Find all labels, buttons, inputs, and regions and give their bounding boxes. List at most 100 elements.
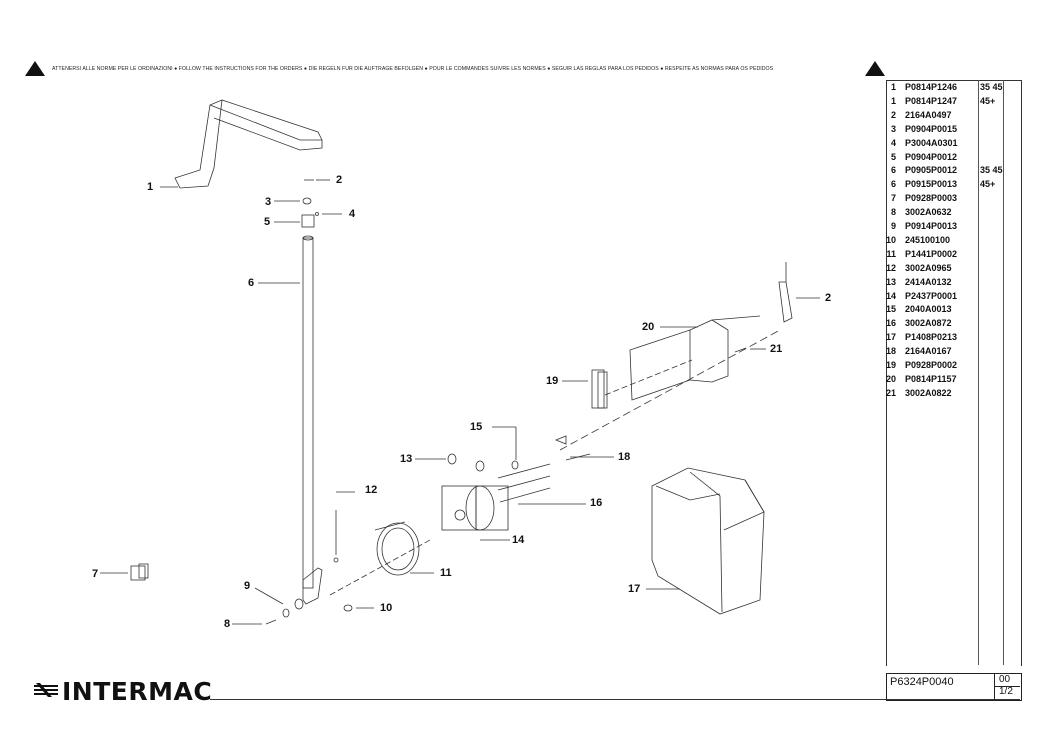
part-number: 7	[890, 193, 896, 204]
part-code: P0905P0012	[905, 165, 958, 176]
parts-table-column-divider	[978, 80, 979, 665]
parts-row: 12 3002A0965	[886, 263, 1020, 276]
callout-5: 5	[264, 216, 271, 228]
part-code: P0814P1247	[905, 95, 958, 106]
parts-row: 9 P0914P0013	[886, 221, 1020, 234]
parts-row: 7 P0928P0003	[886, 193, 1020, 206]
drawing-code: P6324P0040	[890, 676, 954, 688]
part-number: 2	[890, 109, 896, 120]
part-number: 21	[885, 387, 896, 398]
parts-row: 6 P0915P0013 45+	[886, 179, 1020, 192]
callout-1: 1	[147, 181, 154, 193]
callout-2-right: 2	[825, 292, 832, 304]
parts-table-column-divider-2	[1003, 80, 1004, 665]
part-number: 6	[890, 179, 896, 190]
part-code: P1408P0213	[905, 332, 958, 343]
callout-14: 14	[512, 534, 525, 546]
revision-number: 00	[999, 674, 1011, 685]
callout-6: 6	[248, 277, 255, 289]
title-block	[886, 673, 1022, 701]
parts-row: 14 P2437P0001	[886, 291, 1020, 304]
part-code: 2164A0167	[905, 346, 952, 357]
callout-16: 16	[590, 497, 603, 509]
part-number: 19	[885, 360, 896, 370]
part-code: P2437P0001	[905, 290, 958, 301]
intermac-logo-icon	[34, 683, 58, 697]
part-code: P0928P0003	[905, 193, 958, 204]
callout-9: 9	[244, 580, 251, 592]
callout-21: 21	[770, 343, 783, 355]
pole-part-6	[302, 237, 314, 589]
callout-8: 8	[224, 618, 231, 630]
part-note: 45+	[980, 179, 996, 190]
parts-row: 16 3002A0872	[886, 318, 1020, 331]
part-code: 2040A0013	[905, 304, 952, 315]
part-code: 3002A0872	[905, 318, 952, 329]
callout-4: 4	[349, 208, 356, 220]
part-number: 14	[885, 290, 896, 301]
part-code: P0904P0015	[905, 123, 958, 134]
parts-list-table	[886, 80, 1022, 666]
part-number: 9	[890, 221, 896, 231]
callout-2: 2	[336, 174, 343, 186]
page-number: 1/2	[999, 686, 1013, 697]
collar-part-5	[301, 214, 315, 228]
callout-20: 20	[642, 321, 655, 333]
part-note: 35 45	[980, 165, 1003, 176]
bracket-part-2	[778, 281, 793, 323]
part-code: P0914P0013	[905, 221, 958, 231]
part-number: 6	[890, 165, 896, 176]
part-code: 3002A0632	[905, 207, 952, 218]
part-code: P3004A0301	[905, 137, 958, 148]
callout-19: 19	[546, 375, 559, 387]
parts-row: 1 P0814P1247 45+	[886, 96, 1020, 109]
callout-11: 11	[440, 567, 452, 579]
part-number: 11	[886, 248, 896, 259]
part-code: P0814P1157	[905, 373, 957, 384]
part-number: 1	[890, 82, 896, 92]
part-number: 5	[890, 151, 896, 162]
part-number: 13	[885, 276, 896, 287]
parts-row: 19 P0928P0002	[886, 360, 1020, 373]
parts-row: 10 245100100	[886, 235, 1020, 248]
callout-3: 3	[265, 196, 272, 208]
callout-13: 13	[400, 453, 413, 465]
part-code: P0814P1246	[905, 82, 958, 92]
parts-row: 15 2040A0013	[886, 304, 1020, 317]
part-number: 12	[885, 262, 896, 273]
parts-row: 8 3002A0632	[886, 207, 1020, 220]
part-number: 4	[890, 137, 896, 148]
parts-row: 18 2164A0167	[886, 346, 1020, 359]
part-note: 45+	[980, 95, 996, 106]
part-code: 245100100	[905, 234, 951, 245]
part-number: 15	[885, 304, 896, 315]
part-number: 8	[890, 207, 896, 218]
cover-part-17	[651, 467, 765, 615]
plate-part-20	[629, 329, 691, 401]
part-code: P0915P0013	[905, 179, 958, 190]
part-number: 10	[885, 234, 896, 245]
parts-row: 21 3002A0822	[886, 388, 1020, 401]
part-code: 3002A0822	[905, 387, 952, 398]
part-code: 3002A0965	[905, 262, 952, 273]
callout-7: 7	[92, 568, 99, 580]
callout-17: 17	[628, 583, 641, 595]
parts-row: 4 P3004A0301	[886, 138, 1020, 151]
part-code: P0928P0002	[905, 360, 958, 370]
part-number: 18	[885, 346, 896, 357]
callout-18: 18	[618, 451, 631, 463]
bracket-part-1	[174, 99, 223, 189]
brand-name: INTERMAC	[62, 677, 213, 706]
part-number: 16	[885, 318, 896, 329]
warning-triangle-icon-left	[25, 61, 45, 76]
part-number: 1	[890, 95, 896, 106]
order-instructions-notice: ATTENERSI ALLE NORME PER LE ORDINAZIONI …	[52, 66, 774, 72]
